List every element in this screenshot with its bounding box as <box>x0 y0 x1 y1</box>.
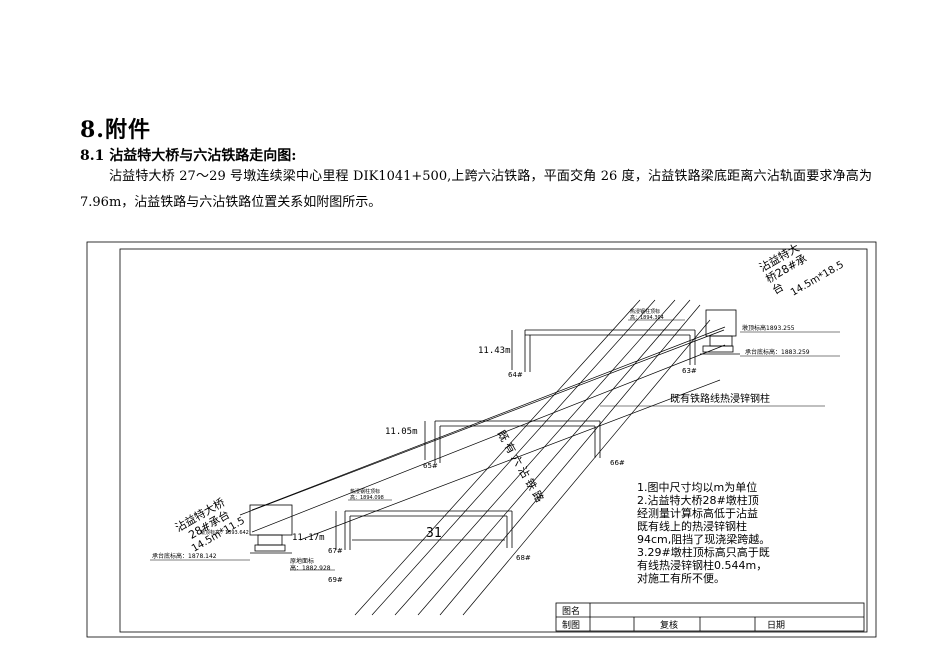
notes: 1.图中尺寸均以m为单位 2.沾益特大桥28#墩柱顶 经测量计算标高低于沾益 既… <box>637 480 770 585</box>
leader-lines <box>150 319 840 571</box>
left-elev-small: 墩顶标高：1893.642 <box>200 529 249 536</box>
pier-label-69: 69# <box>328 576 343 584</box>
pier-top-elev: 墩顶标高1893.255 <box>742 324 795 332</box>
note-line: 对施工有所不便。 <box>637 571 725 585</box>
pier-frame-mid <box>424 420 601 463</box>
title-block-date-label: 日期 <box>767 620 785 631</box>
title-block-drawn-label: 制图 <box>562 619 580 631</box>
section-heading: 8.附件 <box>80 117 151 143</box>
abutment-right <box>700 309 740 355</box>
pier-label-66: 66# <box>610 459 625 467</box>
outer-frame <box>86 241 877 638</box>
note-line: 经测量计算标高低于沾益 <box>637 506 758 520</box>
subsection-heading: 8.1 沾益特大桥与六沾铁路走向图: <box>80 148 297 164</box>
pier-frame-right <box>511 329 696 372</box>
height-left: 11.17m <box>292 533 325 543</box>
pier-label-65: 65# <box>423 462 438 470</box>
pier-label-67: 67# <box>328 547 343 555</box>
span-dimension: 31 <box>426 526 442 541</box>
cap-base-elev-right: 承台底标高：1883.259 <box>745 348 810 356</box>
existing-columns-label: 既有铁路线热浸锌钢柱 <box>670 392 770 405</box>
description-paragraph: 沾益特大桥 27～29 号墩连续梁中心里程 DIK1041+500,上跨六沾铁路… <box>80 169 872 210</box>
note-line: 既有线上的热浸锌钢柱 <box>637 519 747 533</box>
note-line: 94cm,阻挡了现浇梁跨越。 <box>637 532 770 546</box>
abutment-left <box>249 504 293 554</box>
height-right: 11.43m <box>478 346 511 356</box>
note-line: 2.沾益特大桥28#墩柱顶 <box>637 493 759 507</box>
cap-base-elev-left: 承台底标高：1878.142 <box>152 552 217 560</box>
title-block <box>555 602 865 632</box>
title-block-check-label: 复核 <box>660 619 678 631</box>
note-line: 3.29#墩柱顶标高只高于既 <box>637 545 770 559</box>
ground-elev-label: 原地面标 高：1882.928 <box>290 557 331 572</box>
steel-top-label-right: 热浸钢柱顶标 高：1894.304 <box>630 308 664 321</box>
steel-top-label-left: 热浸钢柱顶标 高：1894.098 <box>350 488 384 501</box>
pier-label-68: 68# <box>516 554 531 562</box>
inner-frame <box>119 248 868 633</box>
note-line: 1.图中尺寸均以m为单位 <box>637 480 757 494</box>
alignment-lines <box>239 299 726 616</box>
pier-frame-left <box>335 510 513 550</box>
title-block-name-label: 图名 <box>562 605 580 617</box>
note-line: 有线热浸锌钢柱0.544m， <box>637 558 767 572</box>
height-mid: 11.05m <box>385 427 418 437</box>
pier-label-64: 64# <box>508 371 523 379</box>
abutment-right-label: 沾益特大 桥28#承 台 <box>757 238 819 297</box>
pier-label-63: 63# <box>682 367 697 375</box>
